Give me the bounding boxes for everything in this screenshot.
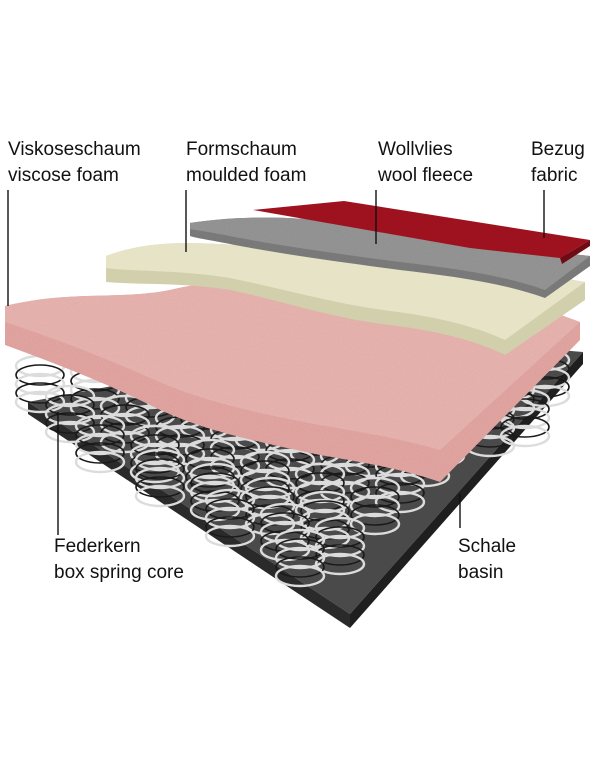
label-moulded-foam: Formschaum moulded foam [186,137,306,189]
spring-coil [204,488,256,548]
spring-coil [14,354,66,414]
spring-coil [349,476,401,536]
spring-coil [274,528,326,588]
label-spring-de: Federkern [54,536,141,557]
fabric-cover-layer [253,201,590,264]
label-moulded-de: Formschaum [186,139,297,160]
label-viscose-de: Viskoseschaum [8,139,141,160]
label-basin-de: Schale [458,536,517,557]
label-wool-fleece: Wollvlies wool fleece [378,137,473,189]
label-viscose-en: viscose foam [8,165,119,186]
label-spring-core: Federkern box spring core [54,534,184,586]
label-spring-en: box spring core [54,562,184,583]
spring-coil [74,414,126,474]
label-viscose-foam: Viskoseschaum viscose foam [8,137,141,189]
label-wool-en: wool fleece [378,165,474,186]
label-wool-de: Wollvlies [378,139,453,160]
label-basin: Schale basin [458,534,516,586]
wool-fleece-layer [190,217,590,298]
label-cover-en: fabric [531,165,578,186]
label-cover-de: Bezug [531,139,585,160]
spring-coil [314,516,366,576]
label-moulded-en: moulded foam [186,165,307,186]
label-basin-en: basin [458,562,504,583]
leader-lines [7,190,545,535]
spring-coil [134,448,186,508]
spring-coil [44,384,96,444]
label-cover: Bezug fabric [531,137,585,189]
